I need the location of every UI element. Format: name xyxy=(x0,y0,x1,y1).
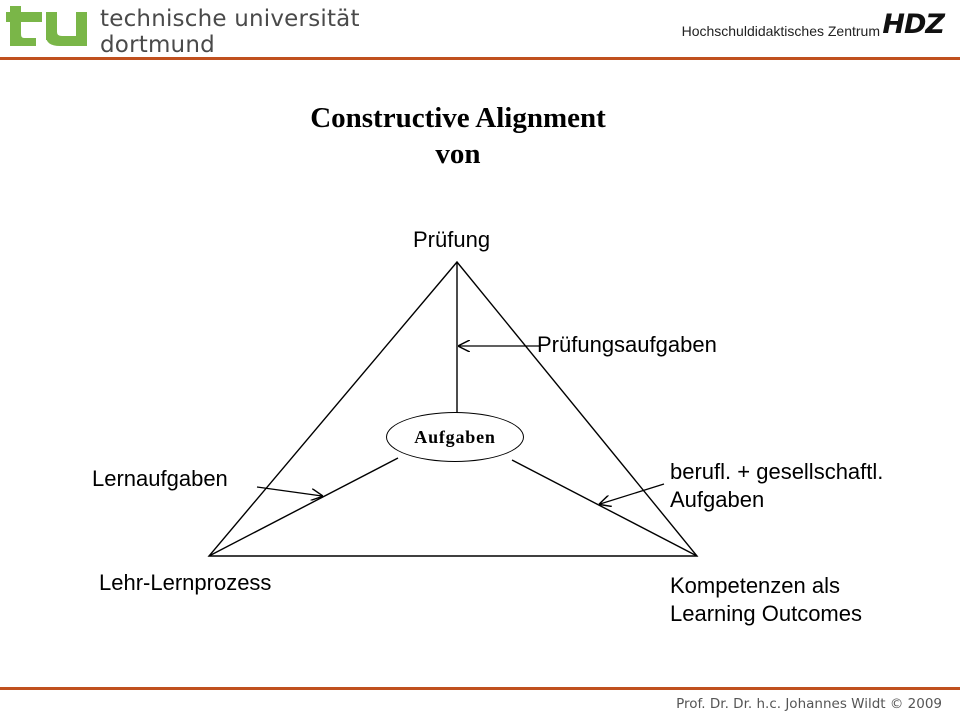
footer-rule xyxy=(0,687,960,690)
vertex-label-top: Prüfung xyxy=(413,227,491,252)
center-node-aufgaben: Aufgaben xyxy=(386,412,524,462)
header-rule xyxy=(0,57,960,60)
university-name-line1: technische universität xyxy=(100,6,360,32)
spoke-right xyxy=(511,459,698,557)
vertex-label-right: Kompetenzen als Learning Outcomes xyxy=(670,572,862,628)
annotation-lernaufgaben: Lernaufgaben xyxy=(92,466,228,491)
slide-title-line1: Constructive Alignment xyxy=(310,102,606,134)
footer-credit: Prof. Dr. Dr. h.c. Johannes Wildt © 2009 xyxy=(676,696,942,712)
annotation-pruefungsaufgaben: Prüfungsaufgaben xyxy=(537,332,717,357)
arrow-berufl-aufgaben xyxy=(600,483,665,504)
annotation-berufl-line1: berufl. + gesellschaftl. xyxy=(670,459,884,484)
annotation-berufl-line2: Aufgaben xyxy=(670,487,765,512)
vertex-label-left: Lehr-Lernprozess xyxy=(99,570,272,595)
slide-title: Constructive Alignment von xyxy=(0,100,916,172)
annotation-berufl-aufgaben: berufl. + gesellschaftl. Aufgaben xyxy=(670,458,883,514)
vertex-label-right-line2: Learning Outcomes xyxy=(670,601,862,626)
triangle-outline xyxy=(207,260,699,557)
university-name-line2: dortmund xyxy=(100,32,215,58)
spoke-left xyxy=(208,457,399,557)
slide-title-line2: von xyxy=(435,138,481,170)
arrow-lernaufgaben xyxy=(256,486,322,496)
hdz-logo: HDZ xyxy=(882,9,945,40)
center-name: Hochschuldidaktisches Zentrum xyxy=(681,23,880,39)
university-name: technische universität dortmund xyxy=(100,6,360,58)
tu-logo-icon xyxy=(6,6,87,46)
vertex-label-right-line1: Kompetenzen als xyxy=(670,573,840,598)
